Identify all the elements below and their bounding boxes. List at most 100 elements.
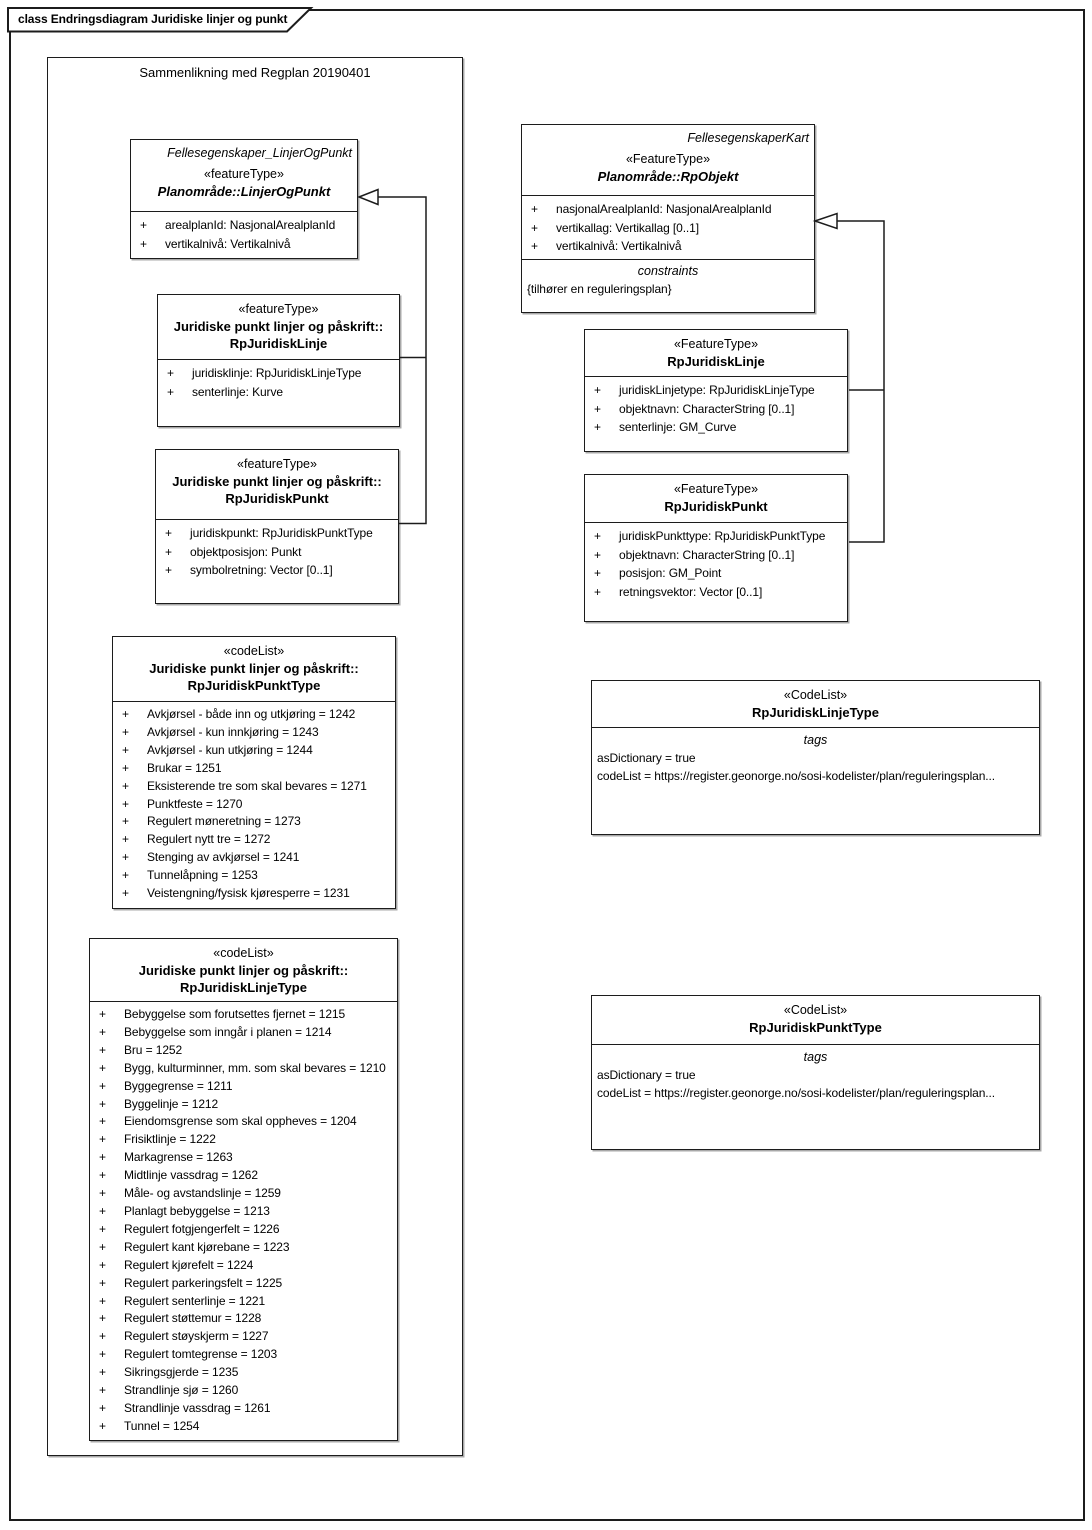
item-text: Bebyggelse som inngår i planen = 1214	[124, 1024, 332, 1039]
attribute-row: + vertikalnivå: Vertikalnivå	[522, 237, 814, 256]
codelist-item: + Regulert parkeringsfelt = 1225	[90, 1275, 397, 1293]
frame-tab-label: class Endringsdiagram Juridiske linjer o…	[18, 12, 288, 26]
item-text: Markagrense = 1263	[124, 1150, 233, 1165]
codelist-item: + Tunnel = 1254	[90, 1418, 397, 1436]
constraints-compartment: constraints {tilhører en reguleringsplan…	[522, 259, 814, 312]
class-stereotype: «featureType»	[238, 302, 319, 316]
attribute-text: juridiskPunkttype: RpJuridiskPunktType	[619, 529, 826, 543]
item-visibility: +	[99, 1168, 106, 1183]
item-visibility: +	[122, 707, 129, 721]
attribute-visibility: +	[531, 239, 538, 253]
item-visibility: +	[99, 1132, 106, 1147]
constraint-text: {tilhører en reguleringsplan}	[527, 282, 672, 296]
codelist-item: + Bebyggelse som forutsettes fjernet = 1…	[90, 1006, 397, 1024]
attribute-row: + objektnavn: CharacterString [0..1]	[585, 400, 847, 419]
item-text: Måle- og avstandslinje = 1259	[124, 1186, 281, 1201]
class-box-rpjuridiskpunkt-left: «featureType» Juridiske punkt linjer og …	[155, 449, 399, 604]
item-text: Bru = 1252	[124, 1042, 183, 1057]
class-box-rpjuridiskpunkt-right: «FeatureType» RpJuridiskPunkt + juridisk…	[584, 474, 848, 622]
class-name-line1: Juridiske punkt linjer og påskrift::	[173, 319, 384, 334]
attributes-compartment: + arealplanId: NasjonalArealplanId + ver…	[131, 211, 357, 258]
attribute-visibility: +	[167, 366, 174, 380]
codelist-item: + Bebyggelse som inngår i planen = 1214	[90, 1024, 397, 1042]
attributes-compartment: + nasjonalArealplanId: NasjonalArealplan…	[522, 195, 814, 259]
item-visibility: +	[99, 1257, 106, 1272]
codelist-item: + Avkjørsel - både inn og utkjøring = 12…	[113, 706, 395, 724]
item-visibility: +	[122, 796, 129, 811]
attribute-text: juridiskpunkt: RpJuridiskPunktType	[190, 526, 373, 540]
codelist-item: + Sikringsgjerde = 1235	[90, 1364, 397, 1382]
item-text: Sikringsgjerde = 1235	[124, 1365, 239, 1380]
item-visibility: +	[99, 1400, 106, 1415]
codelist-item: + Punktfeste = 1270	[113, 796, 395, 814]
item-text: Regulert støyskjerm = 1227	[124, 1329, 269, 1344]
item-visibility: +	[99, 1150, 106, 1165]
item-visibility: +	[99, 1060, 106, 1075]
class-name-line2: RpJuridiskPunkt	[225, 491, 329, 506]
codelist-item: + Regulert tomtegrense = 1203	[90, 1346, 397, 1364]
class-name: Planområde::RpObjekt	[597, 169, 739, 184]
attribute-visibility: +	[167, 384, 174, 399]
item-visibility: +	[99, 1365, 106, 1380]
codelist-item: + Regulert møneretning = 1273	[113, 813, 395, 831]
attribute-visibility: +	[594, 383, 601, 397]
codelist-item: + Frisiktlinje = 1222	[90, 1131, 397, 1149]
item-text: Regulert kjørefelt = 1224	[124, 1257, 254, 1272]
codelist-item: + Regulert støttemur = 1228	[90, 1310, 397, 1328]
tag-line: codeList = https://register.geonorge.no/…	[597, 1086, 996, 1100]
item-visibility: +	[99, 1347, 106, 1362]
attribute-row: + nasjonalArealplanId: NasjonalArealplan…	[522, 200, 814, 219]
codelist-item: + Byggegrense = 1211	[90, 1078, 397, 1096]
class-box-rpjuridisklinje-left: «featureType» Juridiske punkt linjer og …	[157, 294, 400, 427]
attribute-row: + objektnavn: CharacterString [0..1]	[585, 546, 847, 565]
class-stereotype: «CodeList»	[783, 688, 848, 702]
attribute-visibility: +	[594, 584, 601, 599]
item-text: Strandlinje sjø = 1260	[124, 1383, 239, 1398]
attribute-row: + juridiskLinjetype: RpJuridiskLinjeType	[585, 381, 847, 400]
codelist-item: + Bygg, kulturminner, mm. som skal bevar…	[90, 1060, 397, 1078]
tag-line: asDictionary = true	[597, 751, 696, 765]
codelist-item: + Veistengning/fysisk kjøresperre = 1231	[113, 885, 395, 903]
attribute-visibility: +	[594, 547, 601, 562]
item-text: Frisiktlinje = 1222	[124, 1132, 216, 1147]
class-stereotype: «featureType»	[237, 457, 317, 471]
item-visibility: +	[99, 1114, 106, 1129]
item-text: Planlagt bebyggelse = 1213	[124, 1203, 270, 1218]
codelist-item: + Regulert senterlinje = 1221	[90, 1293, 397, 1311]
codelist-box-rpjuridisklinjetype-right: «CodeList» RpJuridiskLinjeType tags asDi…	[591, 680, 1040, 835]
codelist-item: + Bru = 1252	[90, 1042, 397, 1060]
class-box-rpobjekt: FellesegenskaperKart «FeatureType» Plano…	[521, 124, 815, 313]
class-box-linjerogpunkt: Fellesegenskaper_LinjerOgPunkt «featureT…	[130, 139, 358, 259]
attribute-text: posisjon: GM_Point	[619, 566, 722, 580]
item-visibility: +	[99, 1024, 106, 1039]
item-visibility: +	[122, 760, 129, 775]
attribute-text: objektnavn: CharacterString [0..1]	[619, 401, 795, 416]
class-name-line1: Juridiske punkt linjer og påskrift::	[138, 963, 349, 978]
item-text: Regulert fotgjengerfelt = 1226	[124, 1221, 280, 1236]
item-text: Stenging av avkjørsel = 1241	[147, 850, 300, 865]
item-visibility: +	[99, 1418, 106, 1433]
item-visibility: +	[99, 1078, 106, 1093]
tags-label: tags	[803, 1050, 828, 1064]
package-frame-title: Sammenlikning med Regplan 20190401	[139, 65, 371, 80]
codelist-item: + Regulert fotgjengerfelt = 1226	[90, 1221, 397, 1239]
codelist-item: + Regulert kant kjørebane = 1223	[90, 1239, 397, 1257]
attribute-row: + vertikallag: Vertikallag [0..1]	[522, 219, 814, 238]
class-stereotype: «CodeList»	[783, 1003, 848, 1017]
class-stereotype: «featureType»	[204, 167, 284, 181]
class-name-line1: Juridiske punkt linjer og påskrift::	[172, 474, 382, 489]
attribute-row: + objektposisjon: Punkt	[156, 543, 398, 562]
item-visibility: +	[122, 850, 129, 865]
item-visibility: +	[122, 832, 129, 847]
item-text: Avkjørsel - kun innkjøring = 1243	[147, 724, 319, 739]
codelist-item: + Planlagt bebyggelse = 1213	[90, 1203, 397, 1221]
item-text: Punktfeste = 1270	[147, 796, 243, 811]
item-text: Midtlinje vassdrag = 1262	[124, 1168, 258, 1183]
attribute-text: symbolretning: Vector [0..1]	[190, 563, 333, 577]
codelist-box-rpjuridisklinjetype-left: «codeList» Juridiske punkt linjer og pås…	[89, 938, 398, 1441]
attribute-visibility: +	[531, 202, 538, 216]
item-text: Byggegrense = 1211	[124, 1078, 233, 1093]
item-text: Regulert tomtegrense = 1203	[124, 1347, 278, 1362]
attribute-visibility: +	[140, 236, 147, 251]
